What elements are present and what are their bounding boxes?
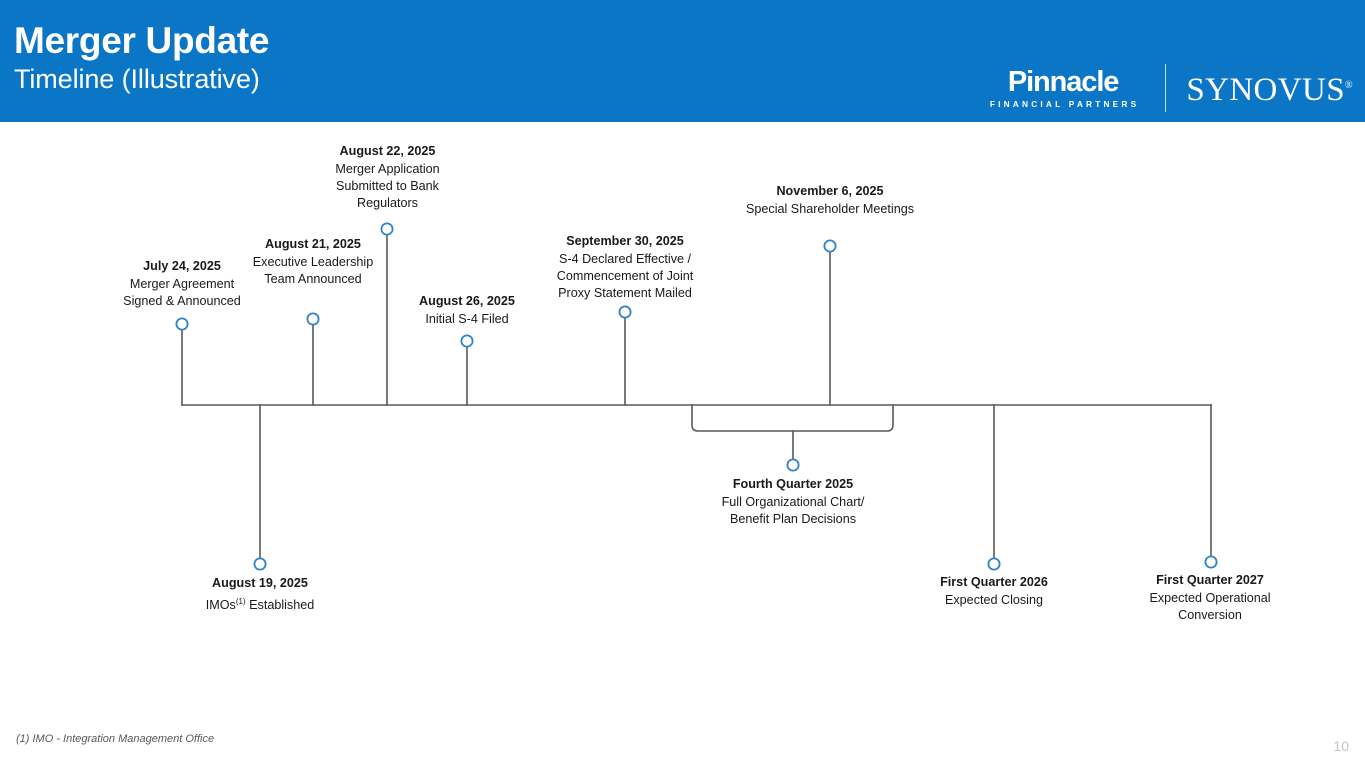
milestone-date: November 6, 2025 [776, 184, 884, 198]
page-title: Merger Update [14, 20, 270, 61]
milestone-sep-30-2025[interactable]: September 30, 2025 S-4 Declared Effectiv… [545, 233, 705, 302]
milestone-date: August 26, 2025 [419, 294, 515, 308]
milestone-aug-22-2025[interactable]: August 22, 2025 Merger Application Submi… [317, 143, 458, 212]
milestone-date: July 24, 2025 [143, 259, 221, 273]
milestone-desc-line: Commencement of Joint [556, 268, 694, 283]
milestone-desc-line: Initial S-4 Filed [425, 311, 509, 326]
milestone-markers [175, 222, 1218, 571]
milestone-date: August 21, 2025 [265, 237, 361, 251]
page-subtitle: Timeline (Illustrative) [14, 64, 260, 94]
milestone-desc-line: Signed & Announced [123, 293, 241, 308]
milestone-desc-line: Benefit Plan Decisions [729, 511, 856, 526]
marker-q1-2026[interactable] [987, 557, 1001, 571]
marker-jul-24-2025[interactable] [175, 317, 189, 331]
synovus-wordmark: SYNOVUS [1186, 72, 1345, 108]
pinnacle-wordmark: Pinnacle [1007, 65, 1120, 98]
milestone-desc: Expected Operational Conversion [1129, 590, 1291, 625]
page-number: 10 [1333, 738, 1349, 754]
milestone-desc-line: Conversion [1178, 607, 1242, 622]
marker-q1-2027[interactable] [1204, 555, 1218, 569]
milestone-desc: S-4 Declared Effective / Commencement of… [545, 251, 705, 303]
milestone-desc-line: Expected Closing [944, 592, 1043, 607]
milestone-desc-line: Team Announced [264, 271, 362, 286]
milestone-desc-line: S-4 Declared Effective / [558, 251, 692, 266]
timeline-canvas: July 24, 2025 Merger Agreement Signed & … [0, 122, 1365, 768]
milestone-desc: Full Organizational Chart/ Benefit Plan … [693, 494, 893, 529]
milestone-nov-06-2025[interactable]: November 6, 2025 Special Shareholder Mee… [722, 183, 938, 218]
milestone-desc: Initial S-4 Filed [396, 311, 538, 328]
milestone-desc-line: Executive Leadership [252, 254, 374, 269]
marker-aug-19-2025[interactable] [253, 557, 267, 571]
milestone-desc: Executive Leadership Team Announced [233, 254, 393, 289]
bracket-q4-2025 [691, 404, 894, 432]
title-block: Merger Update Timeline (Illustrative) [14, 20, 269, 96]
milestone-date: Fourth Quarter 2025 [732, 477, 854, 491]
timeline-connectors [175, 222, 1218, 571]
milestone-desc: IMOs(1) Established [180, 593, 340, 614]
milestone-date: First Quarter 2026 [940, 575, 1048, 589]
milestone-date: August 22, 2025 [339, 144, 436, 158]
milestone-jul-24-2025[interactable]: July 24, 2025 Merger Agreement Signed & … [102, 258, 262, 310]
milestone-desc-line: Submitted to Bank [336, 178, 439, 193]
synovus-logo: SYNOVUS® [1186, 68, 1353, 108]
marker-sep-30-2025[interactable] [618, 305, 632, 319]
logo-divider [1165, 64, 1167, 112]
milestone-date: September 30, 2025 [566, 234, 684, 248]
marker-q4-2025[interactable] [786, 458, 800, 472]
milestone-desc-line: IMOs(1) Established [205, 596, 315, 612]
milestone-desc-line: Merger Agreement [129, 276, 235, 291]
marker-aug-26-2025[interactable] [460, 334, 474, 348]
milestone-aug-26-2025[interactable]: August 26, 2025 Initial S-4 Filed [396, 293, 538, 328]
milestone-aug-19-2025[interactable]: August 19, 2025 IMOs(1) Established [180, 575, 340, 614]
milestone-q1-2026[interactable]: First Quarter 2026 Expected Closing [914, 574, 1074, 609]
milestone-desc-line: Full Organizational Chart/ [721, 494, 865, 509]
logo-group: Pinnacle FINANCIAL PARTNERS SYNOVUS® [987, 60, 1353, 116]
milestone-date: First Quarter 2027 [1156, 573, 1264, 587]
marker-nov-06-2025[interactable] [823, 239, 837, 253]
milestone-desc-line: Regulators [357, 196, 418, 211]
milestone-desc-line: Merger Application [335, 161, 440, 176]
marker-aug-21-2025[interactable] [306, 312, 320, 326]
slide-header: Merger Update Timeline (Illustrative) Pi… [0, 0, 1365, 122]
milestone-desc: Special Shareholder Meetings [722, 201, 938, 218]
milestone-desc-line: Special Shareholder Meetings [745, 201, 915, 216]
pinnacle-tagline: FINANCIAL PARTNERS [989, 98, 1140, 109]
milestone-desc: Expected Closing [914, 592, 1074, 609]
registered-trademark-icon: ® [1345, 80, 1353, 91]
milestone-q4-2025[interactable]: Fourth Quarter 2025 Full Organizational … [693, 476, 893, 528]
milestone-desc: Merger Agreement Signed & Announced [102, 276, 262, 311]
milestone-desc: Merger Application Submitted to Bank Reg… [317, 161, 458, 213]
milestone-date: August 19, 2025 [212, 576, 308, 590]
milestone-desc-line: Proxy Statement Mailed [558, 286, 692, 301]
milestone-desc-line: Expected Operational [1149, 590, 1271, 605]
pinnacle-logo: Pinnacle FINANCIAL PARTNERS [987, 67, 1165, 110]
footnote: (1) IMO - Integration Management Office [16, 733, 215, 745]
milestone-q1-2027[interactable]: First Quarter 2027 Expected Operational … [1129, 572, 1291, 624]
marker-aug-22-2025[interactable] [380, 222, 394, 236]
milestone-aug-21-2025[interactable]: August 21, 2025 Executive Leadership Tea… [233, 236, 393, 288]
